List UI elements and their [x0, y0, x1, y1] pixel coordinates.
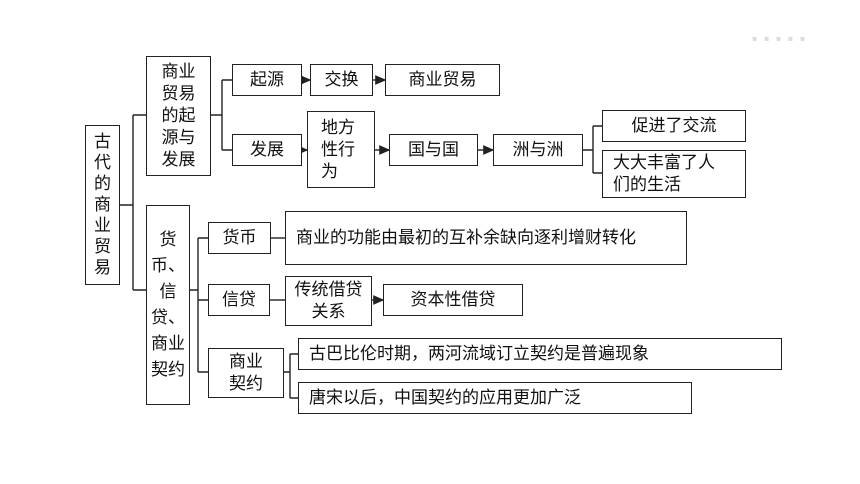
contract-point-tang-song-node: 唐宋以后，中国契约的应用更加广泛: [298, 382, 692, 414]
outcome-exchange-node: 促进了交流: [602, 110, 746, 142]
exchange-label: 交换: [324, 70, 359, 90]
branch1-node: 商业贸易的起源与发展: [146, 56, 211, 176]
continent-to-continent-node: 洲与洲: [493, 134, 583, 166]
currency-label: 货币: [222, 228, 257, 248]
capital-lending-node: 资本性借贷: [383, 284, 523, 316]
local-behavior-node: 地方性行为: [307, 111, 375, 188]
contract-label: 商业契约: [229, 352, 263, 394]
currency-detail-node: 商业的功能由最初的互补余缺向逐利增财转化: [285, 211, 687, 265]
outcome-enrich-label: 大大丰富了人们的生活: [613, 153, 715, 195]
contract-point-tang-song-label: 唐宋以后，中国契约的应用更加广泛: [309, 388, 581, 408]
local-behavior-label: 地方性行为: [321, 117, 355, 182]
credit-label: 信贷: [222, 290, 256, 310]
branch1-label: 商业贸易的起源与发展: [161, 62, 196, 170]
commerce-label: 商业贸易: [408, 70, 477, 90]
branch2-node: 货币、信贷、商业契约: [146, 205, 190, 405]
development-node: 发展: [232, 134, 302, 166]
outcome-enrich-node: 大大丰富了人们的生活: [602, 150, 746, 198]
exchange-node: 交换: [310, 64, 373, 96]
development-label: 发展: [250, 140, 284, 160]
origin-node: 起源: [232, 64, 302, 96]
faint-watermark: ▪ ▪ ▪ ▪ ▪: [752, 34, 808, 43]
branch2-label: 货币、信贷、商业契约: [151, 230, 185, 380]
continent-to-continent-label: 洲与洲: [512, 140, 564, 160]
root-label: 古代的商业贸易: [94, 131, 111, 278]
traditional-lending-node: 传统借贷关系: [285, 276, 372, 326]
capital-lending-label: 资本性借贷: [410, 290, 496, 310]
traditional-lending-label: 传统借贷关系: [294, 280, 363, 322]
country-to-country-node: 国与国: [389, 134, 478, 166]
currency-detail-label: 商业的功能由最初的互补余缺向逐利增财转化: [296, 228, 636, 248]
contract-node: 商业契约: [208, 348, 284, 398]
outcome-exchange-label: 促进了交流: [631, 116, 717, 136]
currency-node: 货币: [208, 222, 271, 254]
contract-point-babylon-node: 古巴比伦时期，两河流域订立契约是普遍现象: [298, 338, 782, 370]
origin-label: 起源: [250, 70, 284, 90]
root-node: 古代的商业贸易: [85, 125, 120, 285]
country-to-country-label: 国与国: [408, 140, 459, 160]
credit-node: 信贷: [208, 284, 270, 316]
commerce-node: 商业贸易: [385, 64, 500, 96]
contract-point-babylon-label: 古巴比伦时期，两河流域订立契约是普遍现象: [309, 344, 649, 364]
